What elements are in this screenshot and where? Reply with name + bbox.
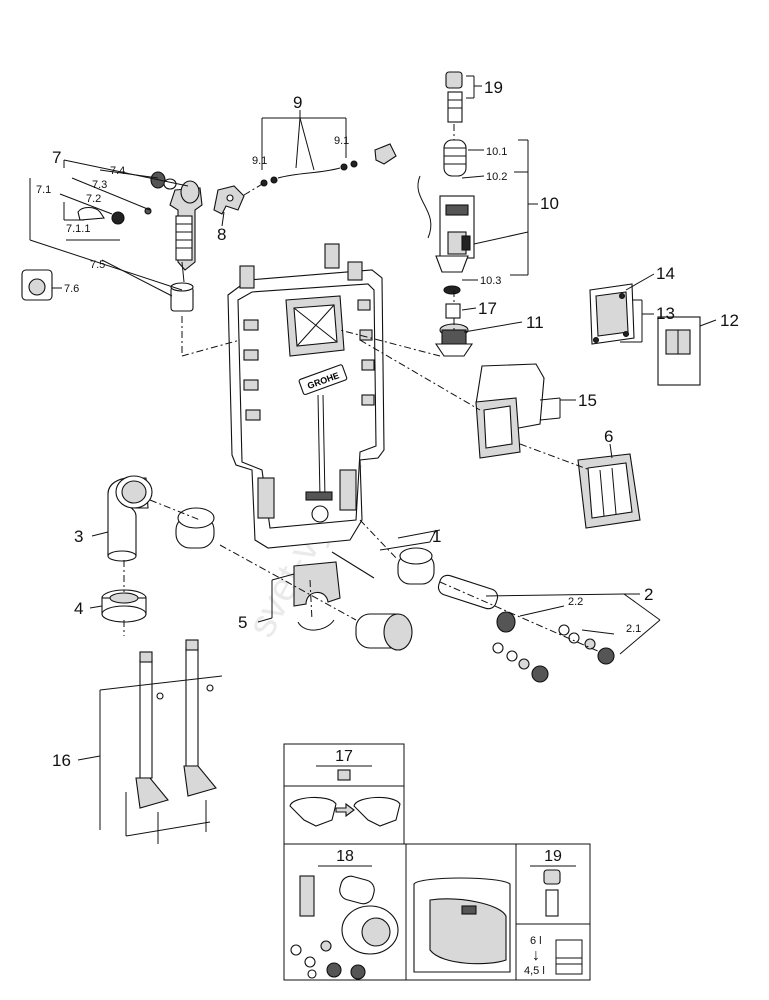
callout-2-1: 2.1 <box>626 623 641 635</box>
callout-7-1-1: 7.1.1 <box>66 223 90 235</box>
inset-panel: 17 18 19 6 l ↓ 4,5 l <box>283 743 591 981</box>
callout-7-3: 7.3 <box>92 179 107 191</box>
floor-supports-16 <box>135 639 217 844</box>
callout-17: 17 <box>478 299 497 318</box>
mounting-frame-14 <box>589 283 635 345</box>
frame-bracket-right <box>347 261 363 281</box>
callout-6: 6 <box>604 427 613 446</box>
callout-10-1: 10.1 <box>486 146 507 158</box>
flush-plate-12 <box>657 316 701 386</box>
installation-frame: GROHE <box>227 243 385 549</box>
flush-volume-low: 4,5 l <box>524 965 545 977</box>
supply-hose-9 <box>260 143 397 187</box>
callout-11: 11 <box>526 313 544 332</box>
protective-box-15 <box>475 363 545 459</box>
inset-17-title: 17 <box>335 748 353 765</box>
cover-box-6 <box>577 453 641 529</box>
drain-bend-3 <box>107 475 153 562</box>
grohe-plaque <box>298 364 348 396</box>
inset-box-19 <box>515 843 591 981</box>
drain-seal-4 <box>101 589 147 623</box>
callout-9-1-right: 9.1 <box>334 135 349 147</box>
callout-2: 2 <box>644 585 653 604</box>
callout-7-1: 7.1 <box>36 184 51 196</box>
callout-19: 19 <box>484 78 503 97</box>
callout-10: 10 <box>540 194 559 213</box>
callout-13: 13 <box>656 304 675 323</box>
callout-7-6: 7.6 <box>64 283 79 295</box>
flush-arrow: ↓ <box>532 947 540 964</box>
part-5-bracket <box>293 561 341 631</box>
callout-15: 15 <box>578 391 597 410</box>
callout-1: 1 <box>432 527 441 546</box>
callout-8: 8 <box>217 225 226 244</box>
callout-7-4: 7.4 <box>110 165 125 177</box>
callout-7-5: 7.5 <box>90 259 105 271</box>
inset-18-title: 18 <box>336 848 354 865</box>
callout-9-1-left: 9.1 <box>252 155 267 167</box>
angle-valve <box>374 143 397 165</box>
callout-12: 12 <box>720 311 739 330</box>
callout-labels: 19 9 9.1 9.1 10.1 10.2 10 10.3 17 11 14 … <box>36 78 739 770</box>
fill-valve-assembly <box>21 171 203 312</box>
flush-volume-high: 6 l <box>530 935 542 947</box>
callout-7-2: 7.2 <box>86 193 101 205</box>
callout-9: 9 <box>293 93 302 112</box>
part-19-cartridge <box>445 71 463 123</box>
connection-pipe-b <box>397 547 435 585</box>
leader-lines <box>29 75 717 837</box>
flush-valve-10 <box>417 139 475 295</box>
part-7-2-nut <box>111 211 125 225</box>
connection-pipe-a <box>175 507 215 549</box>
callout-2-2: 2.2 <box>568 596 583 608</box>
callout-14: 14 <box>656 264 675 283</box>
part-17-strainer <box>445 303 461 319</box>
callout-10-3: 10.3 <box>480 275 501 287</box>
callout-10-2: 10.2 <box>486 171 507 183</box>
callout-3: 3 <box>74 527 83 546</box>
part-7-1-clip <box>77 206 105 221</box>
frame-bracket-left <box>239 265 255 289</box>
inset-19-title: 19 <box>544 848 562 865</box>
callout-7: 7 <box>52 148 61 167</box>
wc-outlet-sleeve <box>355 613 413 651</box>
measuring-cup <box>555 939 583 975</box>
callout-5: 5 <box>238 613 247 632</box>
flush-pipe-2 <box>437 574 516 633</box>
valve-bracket-8 <box>213 185 245 215</box>
callout-16: 16 <box>52 751 71 770</box>
callout-4: 4 <box>74 599 83 618</box>
frame-bracket-top <box>324 243 340 269</box>
